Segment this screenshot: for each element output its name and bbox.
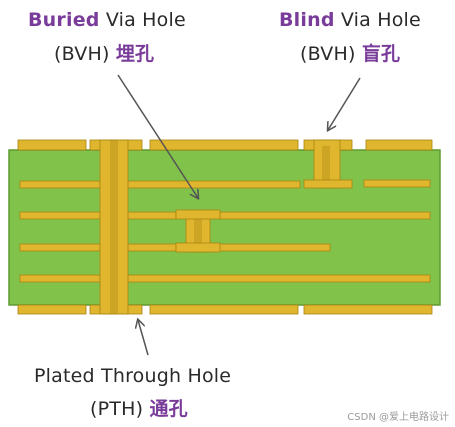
- inner-trace: [19, 211, 101, 220]
- inner-trace: [19, 180, 101, 189]
- inner-trace: [127, 211, 177, 220]
- buried-via-label-line2: (BVH) 埋孔: [54, 42, 154, 66]
- pth-abbr: (PTH): [90, 398, 144, 420]
- inner-trace: [19, 243, 101, 252]
- bottom-copper-pad: [303, 304, 433, 315]
- plated-through-hole: [99, 139, 129, 315]
- bottom-copper-pad: [17, 304, 87, 315]
- blind-via-arrow: [328, 77, 361, 130]
- buried-via-pad-top: [175, 209, 221, 220]
- top-copper-pad: [149, 139, 299, 151]
- blind-cjk: 盲孔: [361, 43, 401, 65]
- inner-trace: [363, 179, 431, 188]
- inner-trace: [217, 243, 331, 252]
- inner-trace: [127, 243, 177, 252]
- inner-trace: [217, 211, 431, 220]
- buried-cjk: 埋孔: [115, 43, 155, 65]
- blind-label-rest: Via Hole: [340, 9, 421, 31]
- inner-trace: [19, 274, 101, 283]
- blind-via-label-line1: Blind Via Hole: [279, 8, 421, 32]
- pth-label-line1: Plated Through Hole: [34, 364, 231, 388]
- top-copper-pad: [17, 139, 87, 151]
- pth-bore-shade: [110, 140, 118, 314]
- buried-keyword: Buried: [28, 9, 100, 31]
- buried-label-rest: Via Hole: [105, 9, 186, 31]
- top-copper-pad: [365, 139, 433, 151]
- blind-via-pad-bottom: [303, 179, 353, 189]
- blind-keyword: Blind: [279, 9, 335, 31]
- pth-cjk: 通孔: [149, 398, 188, 420]
- buried-via-pad-bottom: [175, 242, 221, 253]
- blind-abbr: (BVH): [300, 43, 356, 65]
- buried-via-bore-shade: [194, 219, 202, 243]
- inner-trace: [127, 274, 431, 283]
- pth-arrow: [138, 320, 149, 356]
- blind-via-label-line2: (BVH) 盲孔: [300, 42, 400, 66]
- pth-label-text: Plated Through Hole: [34, 365, 232, 387]
- pth-label-line2: (PTH) 通孔: [90, 397, 188, 421]
- inner-trace: [127, 180, 301, 189]
- bottom-copper-pad: [149, 304, 299, 315]
- buried-via-label-line1: Buried Via Hole: [28, 8, 186, 32]
- blind-via-bore-shade: [322, 146, 330, 180]
- watermark: CSDN @爱上电路设计: [347, 412, 449, 423]
- buried-via-arrow: [117, 74, 198, 198]
- buried-abbr: (BVH): [54, 43, 110, 65]
